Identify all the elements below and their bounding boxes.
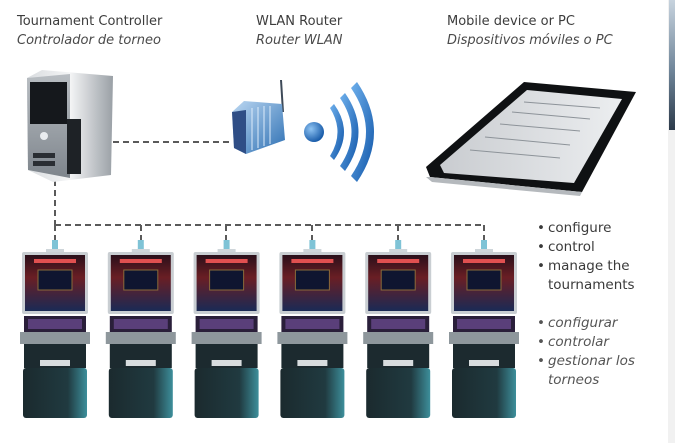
desktop-tower-icon (27, 70, 113, 182)
feature-item: manage the tournaments (537, 257, 675, 295)
slot-machine-icon (449, 240, 519, 418)
mobile-title-es: Dispositivos móviles o PC (447, 33, 613, 48)
controller-title-es: Controlador de torneo (17, 33, 161, 48)
feature-item: configure (537, 219, 675, 238)
slot-machine-icon (105, 240, 176, 418)
mobile-label: Mobile device or PC Dispositivos móviles… (447, 12, 613, 50)
feature-list-es: configurar controlar gestionar los torne… (537, 314, 675, 390)
slot-machine-icon (277, 240, 348, 418)
wifi-router-icon (232, 79, 285, 154)
page-edge-shadow (669, 0, 675, 130)
feature-item: gestionar los torneos (537, 352, 675, 390)
controller-title-en: Tournament Controller (17, 14, 163, 29)
controller-label: Tournament Controller Controlador de tor… (17, 12, 162, 50)
slot-machine-icon (20, 240, 90, 418)
router-title-es: Router WLAN (256, 33, 343, 48)
slot-machine-icon (191, 240, 262, 418)
feature-list-en: configure control manage the tournaments (537, 219, 675, 295)
router-title-en: WLAN Router (256, 14, 343, 29)
wifi-signal-icon (304, 82, 374, 182)
feature-item: controlar (537, 333, 675, 352)
mobile-title-en: Mobile device or PC (447, 14, 575, 29)
feature-item: configurar (537, 314, 675, 333)
router-label: WLAN Router Router WLAN (256, 12, 343, 50)
feature-list: configure control manage the tournaments… (537, 219, 675, 390)
slot-machine-icon (363, 240, 434, 418)
feature-item: control (537, 238, 675, 257)
slot-machines (20, 240, 519, 418)
connector-lines (54, 141, 485, 240)
tablet-icon (426, 82, 636, 196)
